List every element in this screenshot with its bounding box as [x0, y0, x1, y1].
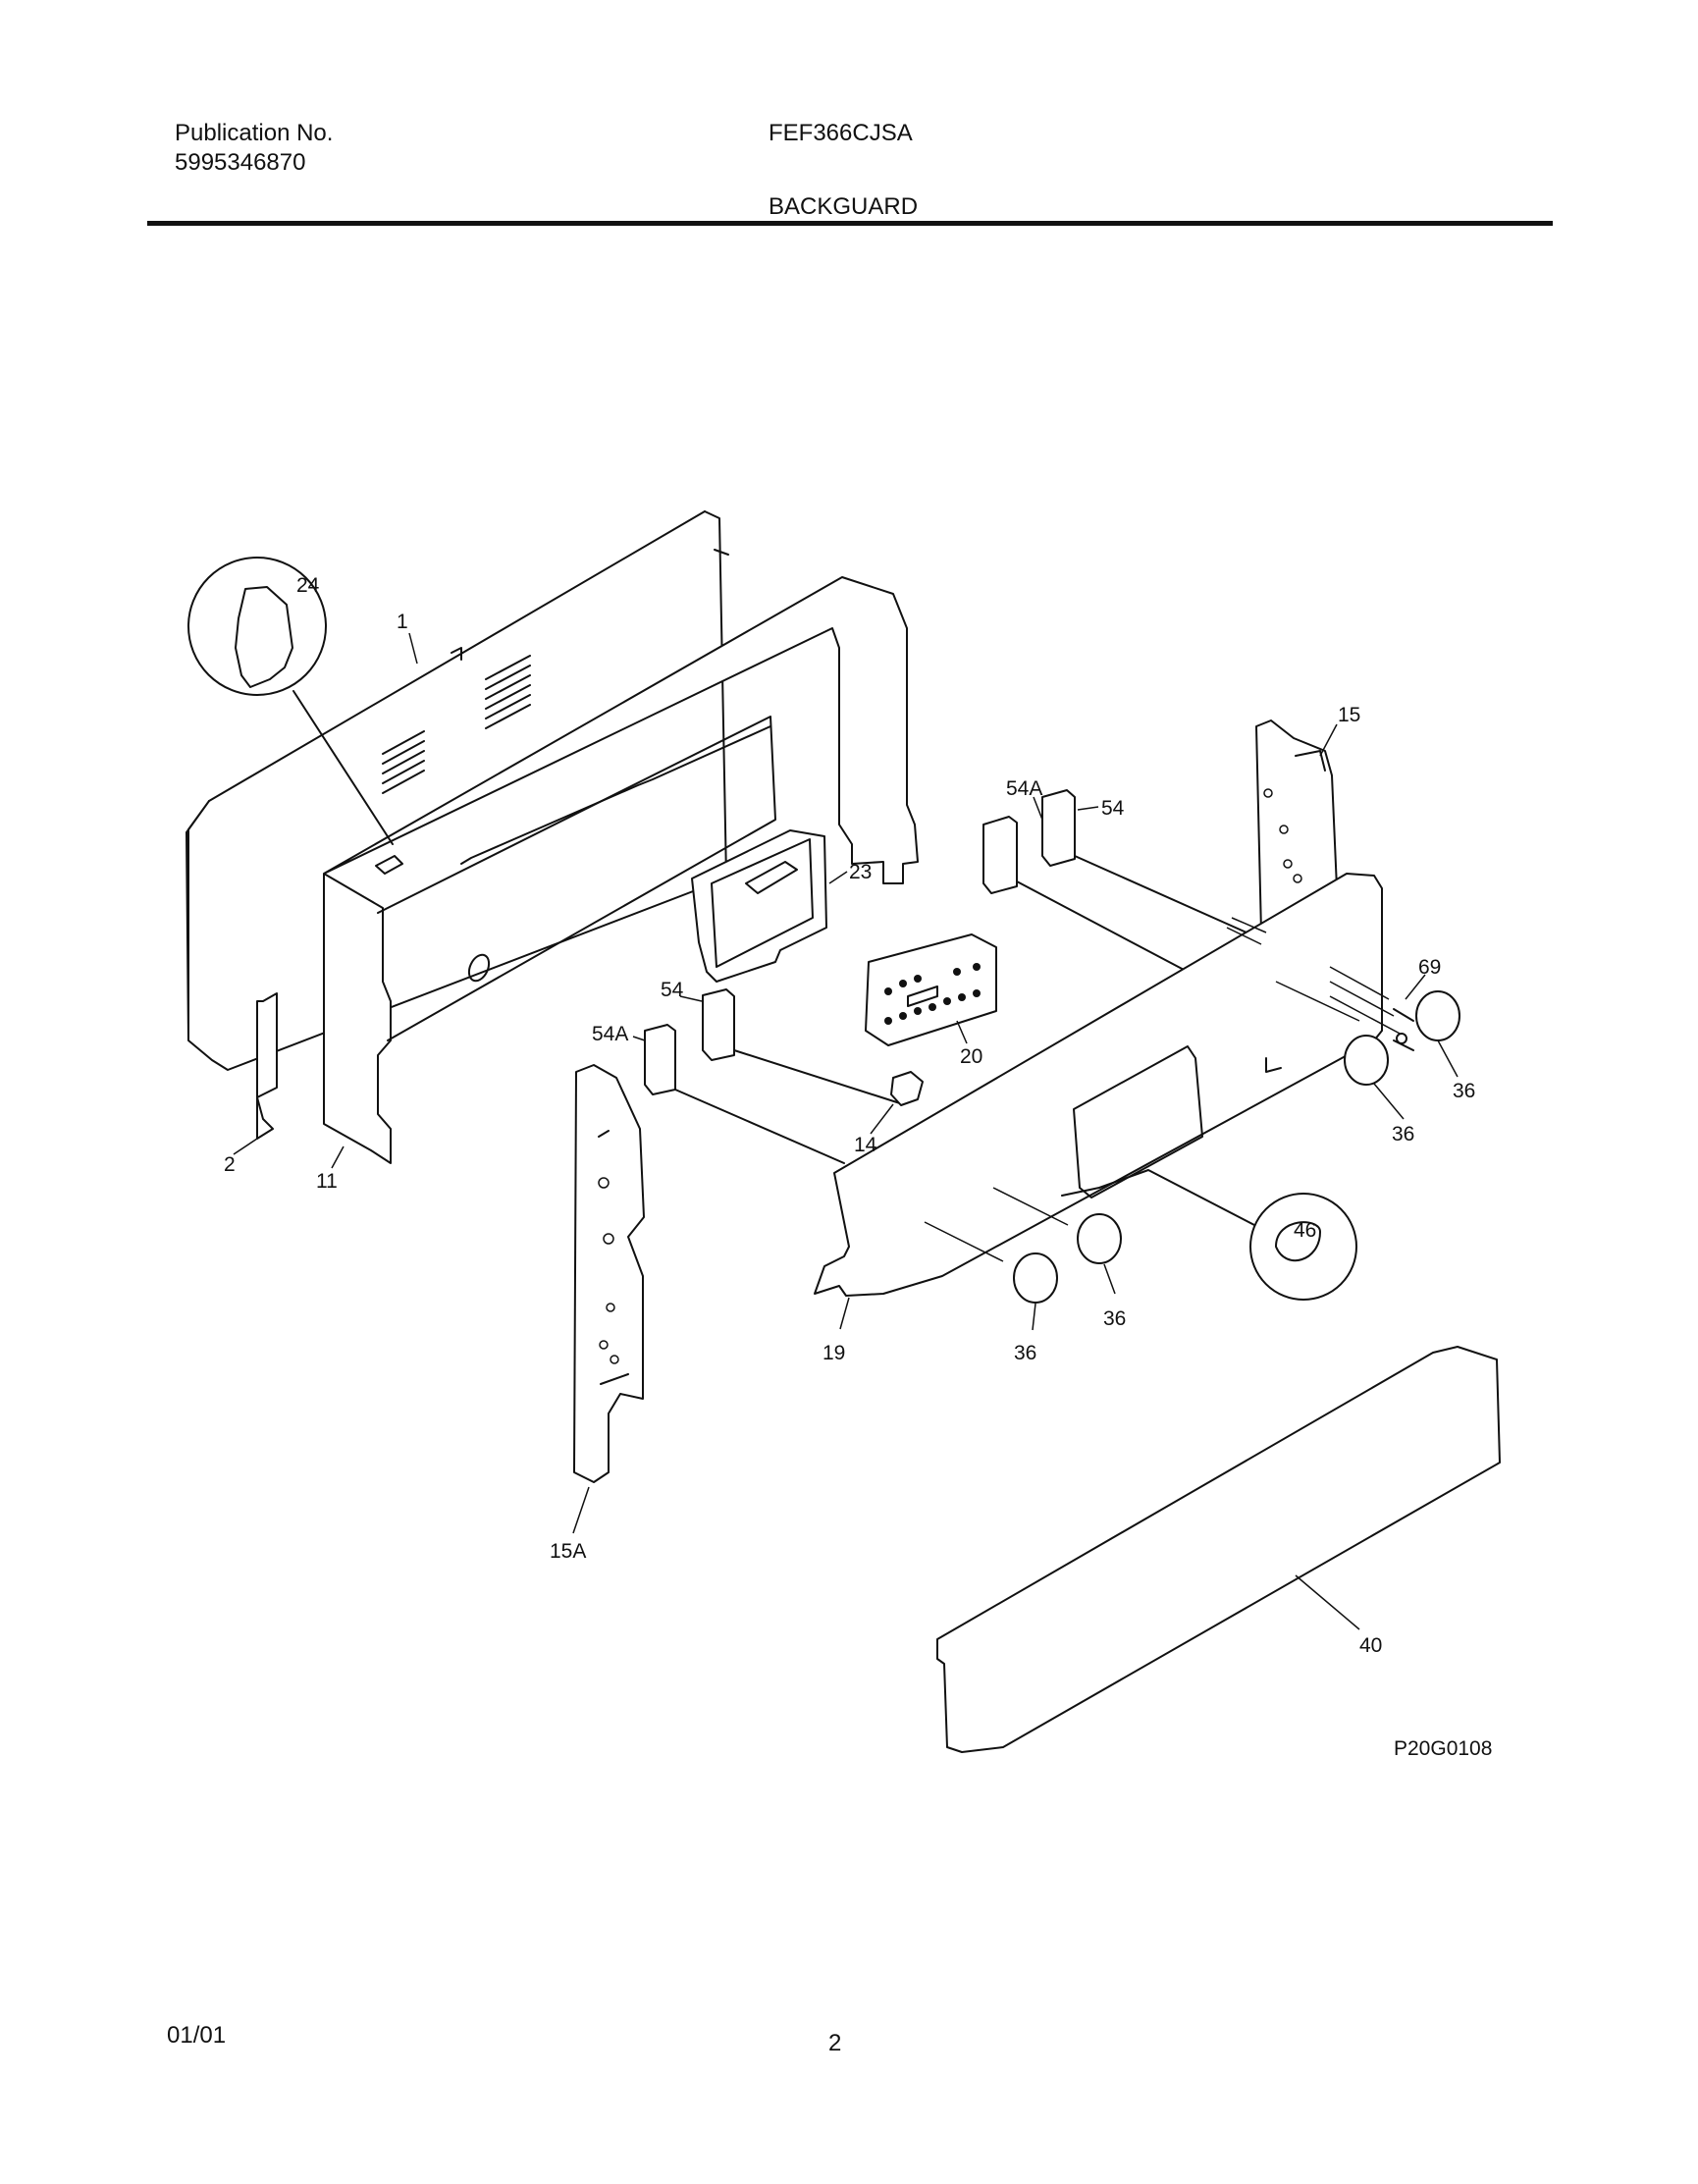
callout-54A-mid: 54A	[592, 1023, 628, 1045]
callout-15: 15	[1338, 704, 1360, 726]
publication-label: Publication No.	[175, 120, 334, 146]
callout-11: 11	[316, 1170, 338, 1193]
callout-labels: 24 1 15 54A 54 23 69 54 54A 20 36 36 14 …	[224, 574, 1492, 1760]
end-cap-parts	[644, 789, 1076, 1095]
knob-parts	[1013, 990, 1460, 1304]
drawing-code: P20G0108	[1394, 1737, 1492, 1760]
publication-number: 5995346870	[175, 149, 306, 176]
callout-19: 19	[822, 1342, 845, 1364]
page-number: 2	[828, 2030, 842, 2056]
control-panel-part	[814, 873, 1405, 1297]
callout-24: 24	[296, 574, 320, 597]
callout-15A: 15A	[550, 1540, 586, 1563]
leader-lines	[233, 632, 1459, 1630]
callout-2: 2	[224, 1153, 236, 1176]
footer-date: 01/01	[167, 2022, 227, 2049]
display-bracket-part	[691, 829, 827, 983]
callout-54A-top: 54A	[1006, 777, 1042, 800]
callout-36-d: 36	[1453, 1080, 1475, 1102]
callout-1: 1	[397, 611, 408, 633]
clip-part	[1393, 1008, 1414, 1051]
rear-panel-part	[186, 510, 729, 1071]
callout-20: 20	[960, 1045, 982, 1068]
callout-54-mid: 54	[661, 979, 684, 1001]
trim-strip-part	[936, 1346, 1501, 1753]
detail-callout-24	[187, 557, 394, 845]
control-board-part	[865, 933, 997, 1046]
callout-14: 14	[854, 1134, 877, 1156]
section-title: BACKGUARD	[769, 193, 919, 220]
backguard-frame-part	[323, 576, 919, 1164]
callout-54-top: 54	[1101, 797, 1125, 820]
side-trim-parts	[573, 719, 1338, 1483]
callout-23: 23	[849, 861, 872, 883]
callout-46: 46	[1294, 1219, 1316, 1242]
callout-36-c: 36	[1392, 1123, 1414, 1145]
callout-36-a: 36	[1014, 1342, 1036, 1364]
header-rule	[147, 221, 1553, 226]
detail-callout-46	[1061, 1169, 1357, 1301]
callout-69: 69	[1418, 956, 1441, 979]
side-bracket-part	[256, 992, 278, 1140]
switch-part	[890, 1071, 924, 1106]
callout-40: 40	[1359, 1634, 1382, 1657]
model-number: FEF366CJSA	[769, 120, 913, 146]
callout-36-b: 36	[1103, 1307, 1126, 1330]
mounting-rods	[674, 855, 1247, 1164]
